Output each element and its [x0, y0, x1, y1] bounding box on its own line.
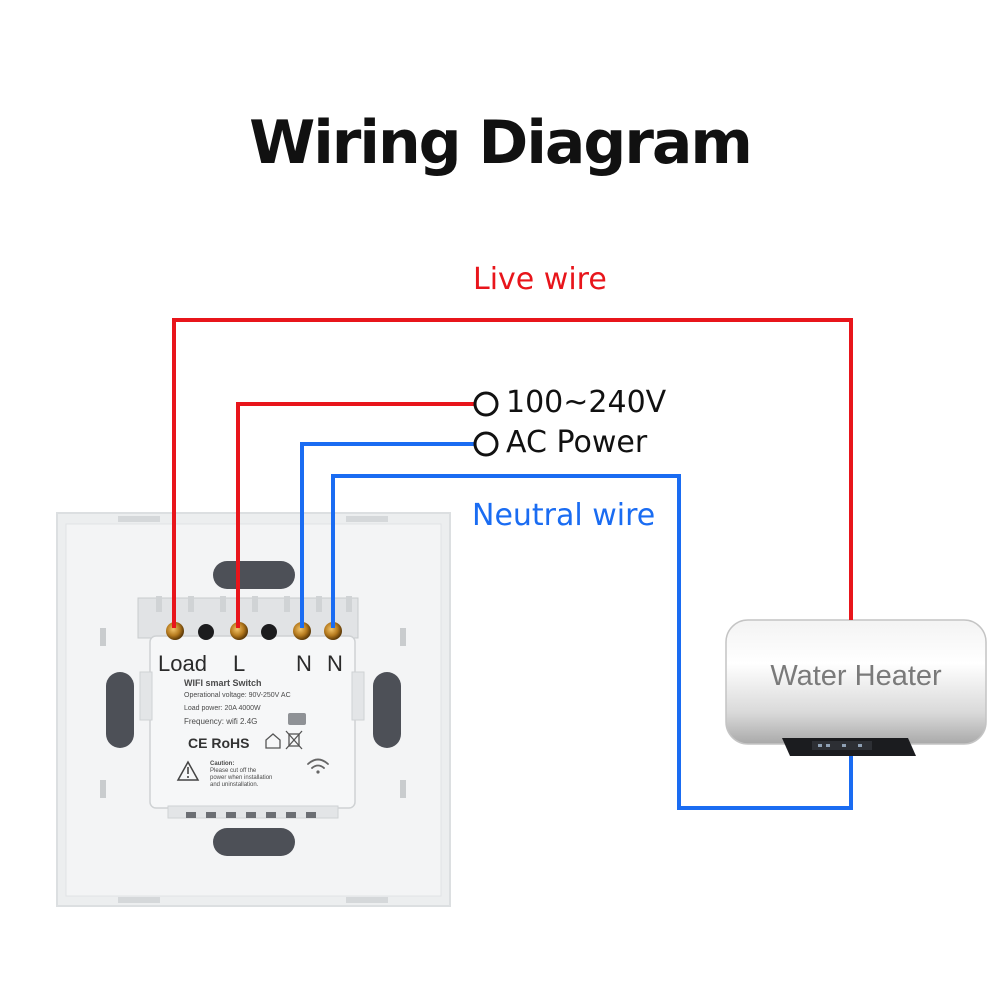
terminal-label-n2: N: [327, 651, 343, 676]
live-wire-label: Live wire: [473, 262, 607, 297]
warning-icon: [176, 760, 200, 781]
terminal-label-load: Load: [158, 651, 207, 676]
neutral-wire-label: Neutral wire: [472, 498, 656, 533]
mounting-slot: [106, 672, 134, 748]
caution-line-3: and uninstallation.: [210, 782, 259, 788]
terminal-hole: [198, 624, 214, 640]
power-terminal-live: [473, 391, 499, 417]
terminal-hole: [261, 624, 277, 640]
water-heater: [725, 619, 987, 756]
caution-line-2: power when installation: [210, 775, 273, 781]
mounting-slot: [213, 561, 295, 589]
spec-load: Load power: 20A 4000W: [184, 705, 261, 712]
certification-marks: CE RoHS: [188, 735, 250, 751]
page-title: Wiring Diagram: [249, 108, 753, 178]
terminal-screw-icon: [166, 622, 342, 640]
ac-power-label: AC Power: [506, 425, 648, 460]
mounting-slot: [373, 672, 401, 748]
weee-bin-icon: [285, 730, 303, 750]
spec-frequency: Frequency: wifi 2.4G: [184, 717, 258, 726]
mounting-slot: [213, 828, 295, 856]
live-wire-l: [236, 402, 475, 628]
plate-notch: [346, 897, 388, 903]
plate-notch: [118, 516, 160, 522]
wifi-icon: [307, 758, 329, 774]
terminal-label-n1: N: [296, 651, 312, 676]
spec-voltage: Operational voltage: 90V-250V AC: [184, 692, 291, 699]
voltage-label: 100~240V: [506, 385, 667, 420]
live-wire-load: [172, 318, 853, 628]
caution-line-1: Please cut off the: [210, 768, 257, 774]
caution-title: Caution:: [210, 761, 235, 767]
wifi-badge-icon: [288, 713, 306, 725]
terminal-label-l: L: [233, 651, 246, 676]
wall-plate: [56, 512, 451, 907]
plate-notch: [346, 516, 388, 522]
power-terminal-neutral: [473, 431, 499, 457]
water-heater-label: Water Heater: [770, 660, 942, 692]
neutral-wire-power: [300, 442, 475, 628]
switch-name: WIFI smart Switch: [184, 678, 262, 688]
neutral-wire-heater: [331, 474, 853, 810]
house-icon: [265, 733, 281, 749]
plate-notch: [118, 897, 160, 903]
